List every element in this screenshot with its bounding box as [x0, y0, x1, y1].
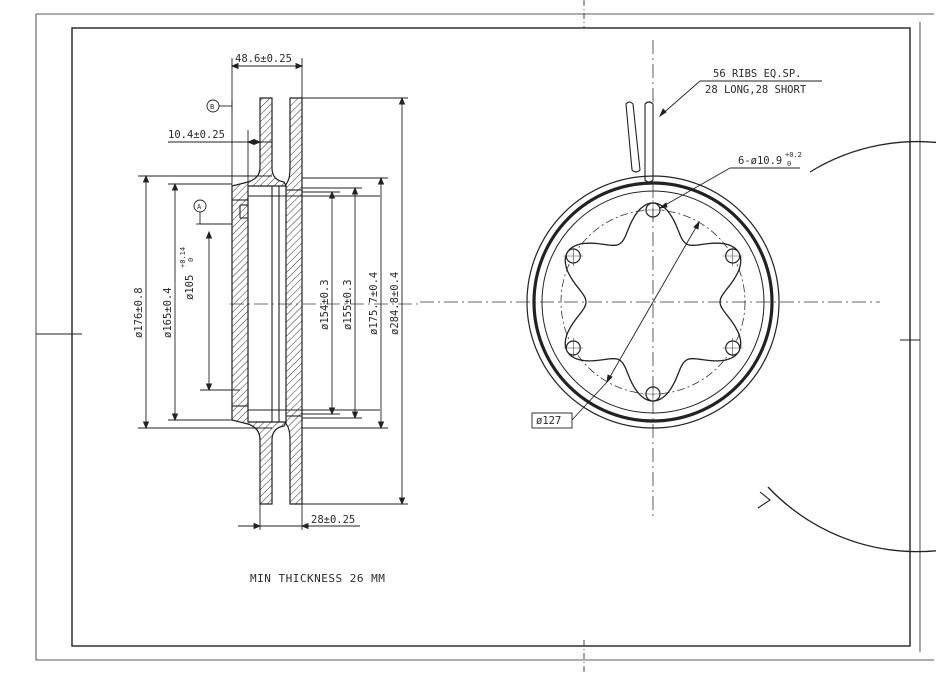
- datum-b-label: B: [210, 103, 214, 111]
- section-view: 48.6±0.25 10.4±0.25 28±0.25 B: [133, 53, 420, 530]
- diameter-154-label: ø154±0.3: [319, 279, 331, 330]
- ribs-detail-label: 28 LONG,28 SHORT: [705, 84, 807, 96]
- front-view: 56 RIBS EQ.SP. 28 LONG,28 SHORT 6-ø10.9 …: [420, 40, 936, 553]
- diameter-105-tol-upper: +0.14: [179, 247, 187, 268]
- drawing-frame: [35, 0, 934, 674]
- diameter-176-label: ø176±0.8: [133, 287, 145, 338]
- diameter-165-label: ø165±0.4: [162, 287, 174, 338]
- hat-thickness-label: 10.4±0.25: [168, 129, 225, 141]
- section-outer-plate-hatch: [285, 97, 303, 505]
- ribs-count-label: 56 RIBS EQ.SP.: [713, 68, 802, 80]
- rib-slots: [625, 101, 654, 183]
- overall-width-label: 48.6±0.25: [235, 53, 292, 65]
- bolt-holes-tol-lower: 0: [787, 160, 791, 168]
- diameter-155-label: ø155±0.3: [342, 279, 354, 330]
- diameter-175-7-label: ø175.7±0.4: [368, 272, 380, 335]
- bolt-holes-tol-upper: +0.2: [785, 151, 802, 159]
- bolt-holes: [563, 200, 743, 404]
- diameter-284-8-label: ø284.8±0.4: [389, 272, 401, 335]
- section-hat-hatch: [231, 97, 287, 505]
- rotation-mark: [757, 491, 771, 509]
- diameter-105-label: ø105: [184, 275, 196, 300]
- pcd-label: ø127: [536, 415, 561, 427]
- disc-thickness-label: 28±0.25: [311, 514, 355, 526]
- datum-a-label: A: [197, 203, 202, 211]
- disc-outer-contour: [767, 141, 936, 553]
- min-thickness-note: MIN THICKNESS 26 MM: [250, 572, 385, 585]
- diameter-105-tol-lower: 0: [187, 258, 195, 262]
- bolt-holes-label: 6-ø10.9: [738, 155, 782, 167]
